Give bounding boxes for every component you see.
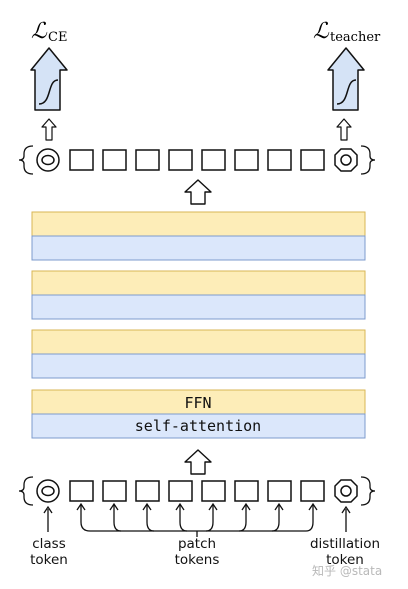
patch-token-output (201, 149, 226, 171)
patch-tokens-bracket-arrows-icon (76, 502, 318, 537)
patch-tokens-label-line1: patch (178, 536, 216, 552)
distillation-token-input-icon (334, 479, 358, 503)
ce-output-arrow-icon (30, 47, 68, 111)
distillation-token-pointer-arrow-icon (341, 505, 351, 532)
patch-token-input (102, 480, 127, 502)
patch-token-input (234, 480, 259, 502)
svg-text:CE: CE (48, 30, 67, 45)
transformer-block-labeled: FFN self-attention (31, 389, 366, 439)
attention-layer (31, 353, 366, 379)
attention-layer (31, 413, 366, 439)
patch-token-output (168, 149, 193, 171)
loss-ce-label: ℒ CE (31, 19, 67, 45)
class-token-label-line1: class (32, 536, 66, 552)
attention-layer (31, 294, 366, 320)
svg-text:ℒ: ℒ (31, 19, 48, 44)
class-token-output-icon (36, 148, 60, 172)
transformer-block-1 (31, 329, 366, 379)
patch-token-output (300, 149, 325, 171)
small-up-arrow-icon (41, 118, 57, 141)
block-arrow-up-icon (184, 449, 212, 475)
distillation-token-label-line1: distillation (310, 536, 380, 552)
sigmoid-icon (336, 79, 357, 105)
distillation-token-label-line2: token (326, 552, 364, 568)
patch-token-input (69, 480, 94, 502)
self-attention-label: self-attention (135, 417, 261, 435)
patch-token-output (267, 149, 292, 171)
distillation-token-output-icon (334, 148, 358, 172)
output-token-row (18, 145, 376, 175)
ffn-layer (31, 329, 366, 355)
patch-token-output (69, 149, 94, 171)
class-token-pointer-arrow-icon (43, 505, 53, 532)
patch-token-input (168, 480, 193, 502)
left-brace-icon (18, 145, 34, 175)
class-token-label-line2: token (30, 552, 68, 568)
sigmoid-icon (38, 79, 59, 105)
ffn-layer (31, 211, 366, 237)
patch-token-output (135, 149, 160, 171)
small-up-arrow-icon (336, 118, 352, 141)
patch-tokens-label-line2: tokens (175, 552, 220, 568)
attention-layer (31, 235, 366, 261)
left-brace-icon (18, 476, 34, 506)
transformer-block-2 (31, 270, 366, 320)
input-token-row (18, 476, 376, 506)
teacher-output-arrow-icon (327, 47, 365, 111)
transformer-block-3 (31, 211, 366, 261)
svg-text:ℒ: ℒ (313, 19, 330, 44)
patch-token-input (267, 480, 292, 502)
svg-text:teacher: teacher (330, 30, 381, 45)
right-brace-icon (360, 476, 376, 506)
loss-teacher-label: ℒ teacher (313, 19, 381, 45)
class-token-input-icon (36, 479, 60, 503)
block-arrow-up-icon (184, 179, 212, 205)
patch-token-input (135, 480, 160, 502)
ffn-label: FFN (184, 394, 211, 412)
patch-token-output (234, 149, 259, 171)
ffn-layer (31, 389, 366, 415)
patch-token-output (102, 149, 127, 171)
right-brace-icon (360, 145, 376, 175)
patch-token-input (300, 480, 325, 502)
watermark: 知乎 @stata (312, 564, 382, 578)
patch-token-input (201, 480, 226, 502)
ffn-layer (31, 270, 366, 296)
